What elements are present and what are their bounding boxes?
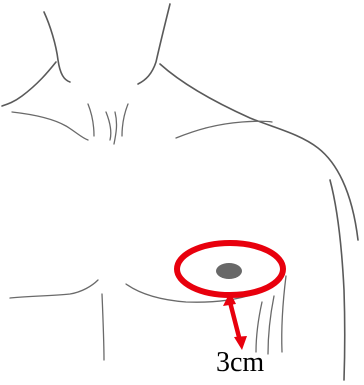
sternum-midline [102,294,104,360]
trapezius-right-outline [160,64,358,240]
sternal-notch-right-inner [114,112,117,144]
clavicle-left [12,112,88,140]
axilla-line-outer [282,276,286,352]
axilla-line-mid [268,296,274,354]
nipple [216,263,242,279]
right-arm-outline [330,180,345,380]
sternal-notch-right [122,104,128,136]
axilla-line-inner [256,302,262,352]
pectoral-left-lower [10,280,98,298]
clavicle-right [176,121,272,138]
trapezius-left-outline [2,62,56,106]
sternal-notch-left-inner [106,112,111,140]
pectoral-right-lower [126,270,284,302]
measurement-label: 3cm [216,349,264,377]
measure-arrow-shaft [230,302,240,341]
neck-right-outline [138,4,170,84]
sternal-notch-left [88,104,94,136]
